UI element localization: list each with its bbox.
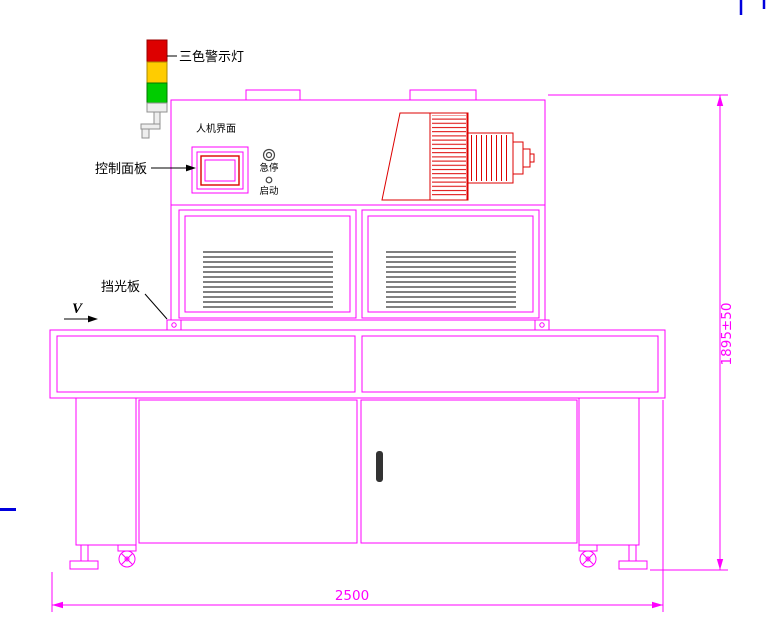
- start-button: [265, 176, 273, 184]
- velocity-arrow-head: [88, 315, 98, 323]
- cabinet-leg-left: [75, 397, 137, 546]
- touchscreen-display: [204, 159, 236, 182]
- grille-frame-outer: [178, 209, 357, 319]
- caster-wheel-right: [579, 550, 597, 568]
- width-dimension-text: 2500: [335, 588, 369, 604]
- tower-light-green-segment: [146, 82, 168, 104]
- cabinet-door-right: [360, 399, 578, 544]
- conveyor-panel-left: [56, 335, 356, 393]
- dimension-arrow: [52, 601, 63, 609]
- leveling-foot-stem-right: [628, 544, 637, 562]
- emergency-stop-button-center: [265, 151, 273, 159]
- touchscreen-outer: [196, 151, 244, 190]
- dimension-arrow: [716, 559, 724, 570]
- machine-mount-brackets: [166, 319, 550, 331]
- grille-frame-inner: [184, 215, 351, 313]
- conveyor-outline: [49, 329, 666, 399]
- height-dimension-group: 1895±50: [548, 94, 735, 571]
- mount-bracket-left: [166, 319, 182, 331]
- leveling-foot-stem-left: [80, 544, 89, 562]
- width-dimension-group: 2500: [51, 400, 664, 612]
- control-panel-leader-arrow: [186, 164, 196, 172]
- caster-hub-left: [124, 556, 130, 562]
- tower-light-bracket-foot: [141, 128, 150, 139]
- grille-frame-inner: [367, 215, 534, 313]
- machine-body-outline: [170, 99, 546, 321]
- conveyor-table: [49, 329, 666, 399]
- machine-top-tab-right: [409, 89, 477, 101]
- emergency-stop-label: 急停: [259, 162, 279, 174]
- base-cabinet: [75, 397, 640, 546]
- mount-bracket-right: [534, 319, 550, 331]
- conveyor-panel-right: [361, 335, 659, 393]
- dimension-arrow: [716, 95, 724, 106]
- control-panel-label: 控制面板: [95, 161, 147, 176]
- hmi-control-panel: 人机界面 急停 启动: [191, 122, 279, 197]
- grille-panel-right: [361, 209, 540, 319]
- motor-shaft: [529, 153, 535, 163]
- grille-slats: [386, 248, 516, 310]
- motor-end-cap: [512, 141, 524, 175]
- motor-ribs: [470, 135, 510, 181]
- machine-top-tab-left: [245, 89, 301, 101]
- tower-light-pole: [153, 111, 161, 126]
- tower-warning-light: 三色警示灯: [140, 39, 244, 139]
- tower-light-label: 三色警示灯: [179, 49, 244, 64]
- caster-wheel-left: [118, 550, 136, 568]
- hmi-label: 人机界面: [196, 122, 236, 135]
- caster-hub-right: [585, 556, 591, 562]
- start-label: 启动: [259, 185, 278, 197]
- caster-bracket-left: [117, 544, 137, 552]
- blower-ribs: [432, 115, 466, 198]
- grille-frame-outer: [361, 209, 540, 319]
- mount-bolt-right: [539, 322, 545, 328]
- caster-bracket-right: [578, 544, 598, 552]
- callout-annotations: 控制面板 挡光板 V: [64, 161, 196, 323]
- control-panel-frame: [191, 146, 249, 194]
- tower-light-red-segment: [146, 39, 168, 63]
- caster-spoke: [582, 553, 594, 565]
- leveling-foot-pad-right: [618, 560, 648, 570]
- tower-light-bracket: [140, 123, 161, 130]
- dimension-arrow: [652, 601, 663, 609]
- velocity-label: V: [72, 301, 84, 317]
- leveling-foot-pad-left: [69, 560, 99, 570]
- height-dimension-text: 1895±50: [719, 303, 735, 366]
- blower-motor-assembly: [381, 112, 535, 201]
- emergency-stop-button: [262, 148, 276, 162]
- grille-slats: [203, 248, 333, 310]
- tower-light-yellow-segment: [146, 61, 168, 84]
- machine-upper-body: [170, 89, 546, 321]
- cabinet-door-left: [138, 399, 358, 544]
- cabinet-leg-right: [578, 397, 640, 546]
- touchscreen-bezel: [200, 155, 240, 186]
- feet-and-casters: [69, 544, 648, 570]
- mount-bolt-left: [171, 322, 177, 328]
- tower-light-base: [146, 102, 168, 113]
- sheet-corner-marks: [0, 0, 766, 511]
- door-handle: [376, 451, 383, 482]
- caster-spoke: [121, 553, 133, 565]
- sheet-edge-mark: [0, 508, 16, 511]
- light-shield-leader-line: [144, 293, 168, 320]
- blower-rib-frame: [429, 112, 469, 201]
- grille-panel-left: [178, 209, 357, 319]
- light-shield-label: 挡光板: [101, 279, 140, 294]
- motor-shaft-step: [522, 148, 531, 168]
